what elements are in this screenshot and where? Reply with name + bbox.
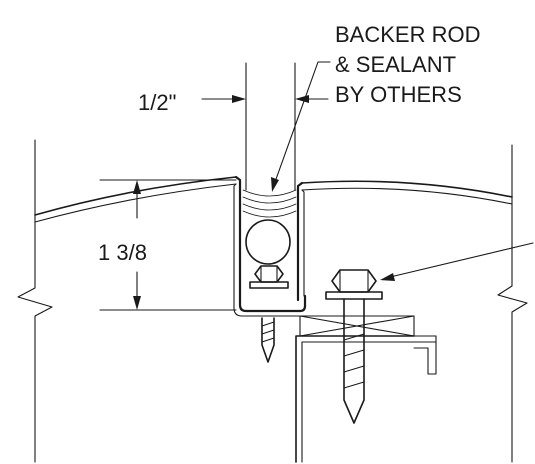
panel-left-inner-curve	[34, 183, 237, 223]
panel-right-inner-curve	[301, 187, 513, 205]
backer-rod-label-line1: BACKER ROD	[335, 22, 480, 47]
panel-right-outer-curve	[301, 180, 513, 198]
girt-channel	[295, 335, 437, 463]
rib-height-arrow-down	[133, 271, 141, 310]
right-wall-break-line	[497, 144, 528, 463]
backer-rod	[245, 219, 291, 265]
fastener-leader	[380, 242, 534, 281]
joint-screw	[249, 265, 289, 363]
panel-right-rib-inner	[301, 189, 305, 297]
bearing-block	[299, 315, 415, 337]
backer-rod-label-line2: & SEALANT	[335, 52, 456, 77]
joint-width-arrow-right	[295, 95, 329, 103]
sealant	[242, 189, 297, 218]
panel-left-rib	[234, 175, 307, 313]
joint-width-arrow-left	[201, 95, 246, 103]
backer-rod-leader	[271, 61, 331, 192]
panel-left-rib-inner	[233, 183, 327, 317]
panel-right-rib	[296, 181, 304, 302]
left-wall-break-line	[17, 139, 53, 463]
rib-height-dimension-label: 1 3/8	[98, 240, 147, 265]
panel-left-outer-curve	[34, 176, 237, 216]
backer-rod-label-line3: BY OTHERS	[335, 82, 462, 107]
panel-fastener	[325, 269, 383, 424]
joint-width-dimension-label: 1/2"	[138, 90, 176, 115]
